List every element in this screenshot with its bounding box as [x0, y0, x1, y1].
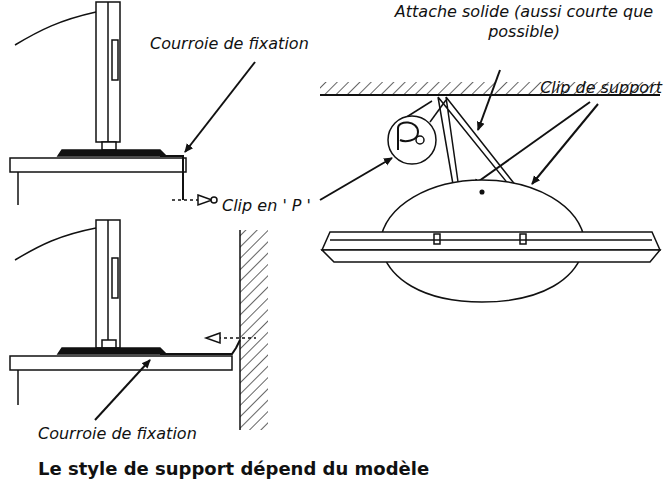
- tie-label: Attache solide (aussi courte que possibl…: [384, 2, 664, 42]
- clip-label: Clip de support: [540, 78, 662, 98]
- caption: Le style de support dépend du modèle: [38, 458, 429, 480]
- strap-label: Courroie de fixation: [150, 34, 309, 54]
- strap-label: Courroie de fixation: [38, 424, 197, 444]
- p-clip-label: Clip en ' P ': [222, 196, 311, 216]
